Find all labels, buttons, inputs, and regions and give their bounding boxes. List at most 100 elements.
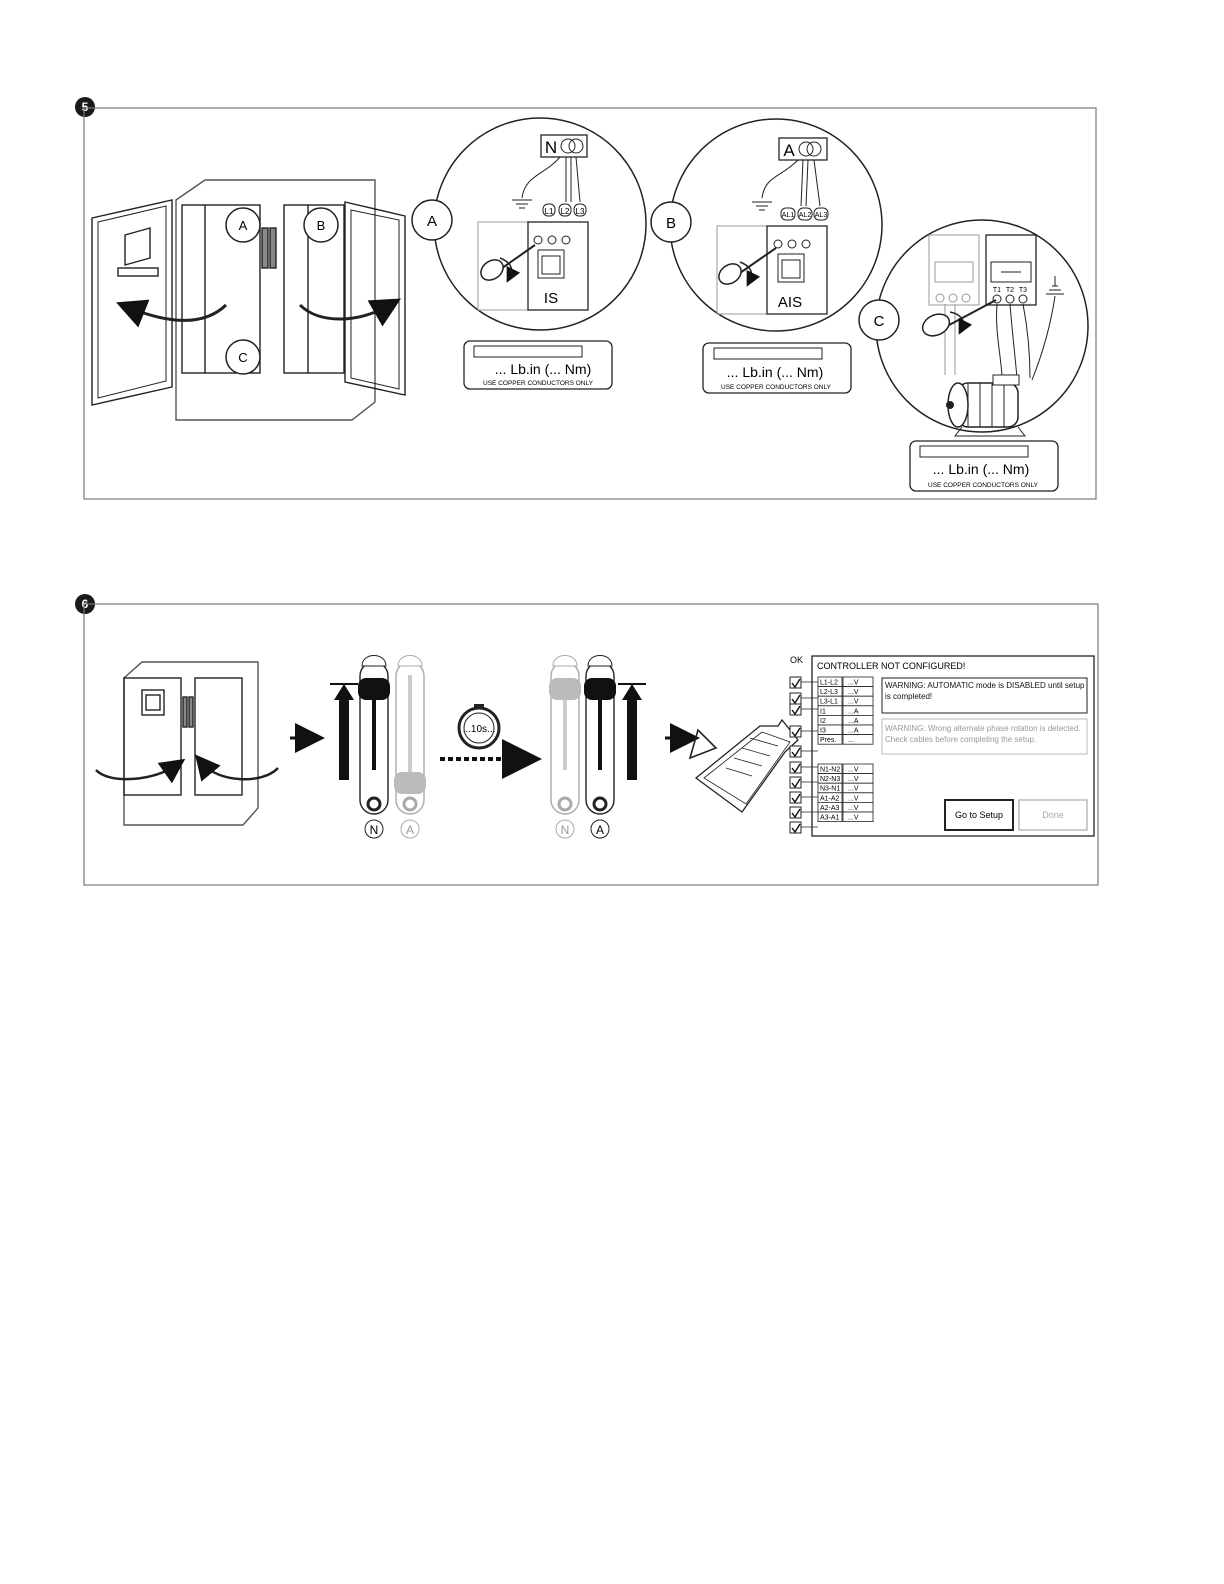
measurement-label: N3-N1 <box>820 786 840 793</box>
measurement-label: A3-A1 <box>820 815 840 822</box>
measurement-label: A2-A3 <box>820 805 840 812</box>
svg-text:T2: T2 <box>1006 287 1014 294</box>
measurement-row: I2 ...A <box>817 715 874 726</box>
measurement-value: ...A <box>848 718 859 725</box>
svg-text:B: B <box>666 215 676 232</box>
measurement-label: Pres. <box>820 737 836 744</box>
ok-checkbox <box>789 806 818 819</box>
svg-text:AL1: AL1 <box>782 212 795 219</box>
svg-text:N: N <box>370 823 379 837</box>
step-6-frame <box>83 603 1099 886</box>
svg-text:USE COPPER CONDUCTORS ONLY: USE COPPER CONDUCTORS ONLY <box>928 482 1039 489</box>
measurement-label: L1-L2 <box>820 680 838 687</box>
switch-a-raised: A <box>584 655 646 839</box>
detail-a-magnifier: A N L1 L2 L3 IS <box>411 117 647 331</box>
svg-text:... Lb.in (... Nm): ... Lb.in (... Nm) <box>727 364 823 380</box>
measurement-value: ...V <box>848 805 859 812</box>
done-button: Done <box>1018 799 1088 831</box>
measurement-row: N3-N1 ...V <box>817 782 874 794</box>
ok-checkbox <box>789 703 818 716</box>
measurement-label: N2-N3 <box>820 776 840 783</box>
measurement-value: ...V <box>848 699 859 706</box>
measurement-value: ...V <box>848 786 859 793</box>
door-callout-c: C <box>225 339 261 375</box>
svg-text:USE COPPER CONDUCTORS ONLY: USE COPPER CONDUCTORS ONLY <box>721 384 832 391</box>
svg-text:T3: T3 <box>1019 287 1027 294</box>
measurement-row: I1 ...A <box>817 705 874 716</box>
svg-text:N: N <box>561 823 570 837</box>
device-is-label: IS <box>544 290 558 307</box>
svg-text:A: A <box>427 213 437 230</box>
svg-text:... Lb.in (... Nm): ... Lb.in (... Nm) <box>495 361 591 377</box>
measurement-value: ...V <box>848 689 859 696</box>
device-ais-label: AIS <box>778 294 802 311</box>
measurement-value: ...V <box>848 815 859 822</box>
svg-text:L1: L1 <box>545 207 554 216</box>
ok-checkbox <box>789 725 818 738</box>
measurement-label: I1 <box>820 708 826 715</box>
svg-text:AL3: AL3 <box>815 212 828 219</box>
svg-text:A: A <box>239 218 248 233</box>
door-callout-b: B <box>303 207 339 243</box>
measurement-label: I2 <box>820 718 826 725</box>
measurement-row: A2-A3 ...V <box>817 802 874 813</box>
measurement-value: ...V <box>848 680 859 687</box>
measurement-value: ...A <box>848 708 859 715</box>
go-to-setup-button[interactable]: Go to Setup <box>944 799 1014 831</box>
svg-text:A: A <box>596 823 604 837</box>
measurement-row: I3 ...A <box>817 724 874 736</box>
svg-text:AL2: AL2 <box>799 212 812 219</box>
step-5-frame <box>83 107 1097 500</box>
svg-text:...10s...: ...10s... <box>463 724 496 735</box>
ok-checkbox <box>789 821 818 834</box>
svg-text:A: A <box>406 823 414 837</box>
measurement-row: L1-L2 ...V <box>817 676 874 688</box>
measurement-label: L3-L1 <box>820 699 838 706</box>
controller-screen: OK CONTROLLER NOT CONFIGURED! L1-L2...VL… <box>789 655 1095 837</box>
svg-text:Go to Setup: Go to Setup <box>955 810 1003 820</box>
svg-text:B: B <box>317 218 326 233</box>
measurement-label: L2-L3 <box>820 689 838 696</box>
measurement-row: L2-L3 ...V <box>817 686 874 697</box>
detail-b-magnifier: B A AL1 AL2 AL3 AIS <box>650 118 883 332</box>
measurement-label: I3 <box>820 728 826 735</box>
switch-n-idle: N <box>549 655 581 839</box>
measurement-label: A1-A2 <box>820 795 840 802</box>
step-5-badge: 5 <box>75 97 95 117</box>
measurement-value: ...V <box>848 767 859 774</box>
ok-checkbox <box>789 745 818 758</box>
checklist-sheet-icon <box>688 718 799 813</box>
svg-text:C: C <box>238 350 247 365</box>
measurement-row: A1-A2 ...V <box>817 792 874 803</box>
screen-title: CONTROLLER NOT CONFIGURED! <box>817 661 965 671</box>
warning-phase-rotation: WARNING: Wrong alternate phase rotation … <box>885 724 1081 744</box>
svg-text:Done: Done <box>1042 810 1064 820</box>
ok-column-label: OK <box>790 655 803 665</box>
measurement-row: N2-N3 ...V <box>817 773 874 784</box>
measurement-value: ...A <box>848 728 859 735</box>
ok-checkbox <box>789 676 818 689</box>
svg-text:L2: L2 <box>561 207 570 216</box>
torque-label-c: ... Lb.in (... Nm) USE COPPER CONDUCTORS… <box>909 440 1059 492</box>
door-callout-a: A <box>225 207 261 243</box>
source-a-symbol: A <box>783 141 795 160</box>
ok-checkbox <box>789 791 818 804</box>
torque-label-b: ... Lb.in (... Nm) USE COPPER CONDUCTORS… <box>702 342 852 394</box>
switch-a-idle: A <box>394 655 426 839</box>
svg-text:... Lb.in (... Nm): ... Lb.in (... Nm) <box>933 461 1029 477</box>
cabinet-closing-doors <box>95 661 279 826</box>
detail-c-magnifier: C T1 T2 T3 <box>858 219 1089 437</box>
measurement-row: N1-N2...V <box>817 763 874 775</box>
source-n-symbol: N <box>545 138 557 157</box>
svg-text:T1: T1 <box>993 287 1001 294</box>
ok-checkbox <box>789 776 818 789</box>
torque-label-a: ... Lb.in (... Nm) USE COPPER CONDUCTORS… <box>463 340 613 390</box>
ok-checkbox <box>789 761 818 774</box>
measurement-value: ...V <box>848 776 859 783</box>
measurement-row: L3-L1 ...V <box>817 695 874 707</box>
measurement-row: Pres.... <box>817 734 874 745</box>
warning-automatic-disabled: WARNING: AUTOMATIC mode is DISABLED unti… <box>885 681 1085 701</box>
measurement-value: ...V <box>848 795 859 802</box>
switch-n-raised: N <box>330 655 390 839</box>
svg-text:L3: L3 <box>576 207 585 216</box>
